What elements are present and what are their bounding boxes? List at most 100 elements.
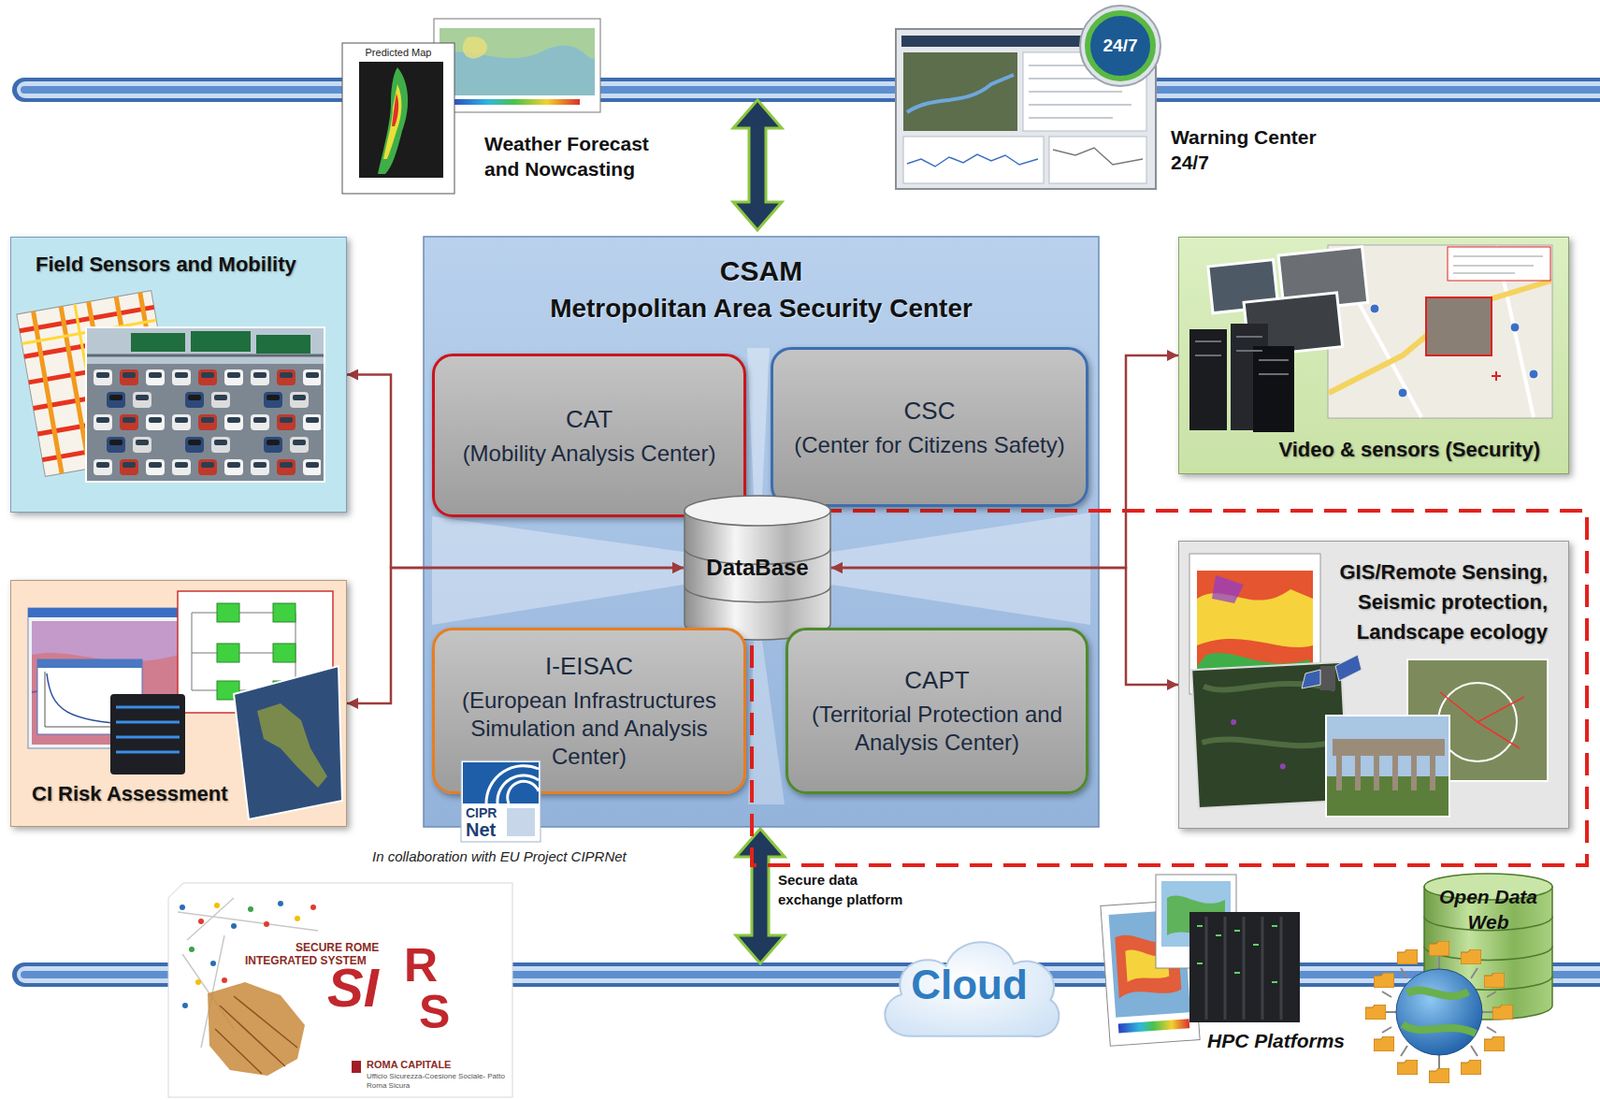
logo-subtext: Ufficio Sicurezza-Coesione Sociale- Patt… <box>366 1071 507 1091</box>
open-data-globe-part <box>1484 972 1505 988</box>
predicted-map-image <box>342 43 455 194</box>
forest-image-part <box>1198 678 1340 751</box>
arrow-label: Secure data exchange platform <box>778 869 919 909</box>
aqueduct-photo <box>1326 715 1450 817</box>
warning-center-screen-part <box>895 28 1156 189</box>
sirs-logo-part <box>351 1060 361 1073</box>
label-slot: SECURE ROME <box>295 940 379 954</box>
sirs-logo-part <box>168 882 513 1097</box>
hpc-image-part-part <box>1118 1018 1191 1033</box>
traffic-photo-part <box>86 327 325 482</box>
sirs-logo-part <box>263 921 270 927</box>
open-data-globe-part <box>1402 990 1476 1034</box>
center-box: CSC (Center for Citizens Safety) <box>770 346 1089 507</box>
predicted-map-image-part <box>391 93 399 127</box>
node-heading: Field Sensors and Mobility <box>35 250 297 279</box>
server-towers-part <box>1189 329 1227 431</box>
cylinder-top <box>684 495 831 526</box>
node-body: Metropolitan Area Security Center <box>549 292 973 325</box>
forest-image-part <box>1191 662 1349 808</box>
text-frame: CSC (Center for Citizens Safety) <box>773 349 1086 505</box>
node-heading: CSC <box>904 395 956 426</box>
label-slot: R <box>403 940 438 990</box>
hpc-image-part <box>1196 925 1278 982</box>
label-slot: Warning Center 24/7 <box>1170 124 1340 175</box>
risk-chart-window-part <box>37 659 143 668</box>
sirs-logo-part <box>230 922 237 929</box>
node-heading: Open Data Web <box>1430 883 1546 935</box>
logo-text: SECURE ROME <box>295 940 379 954</box>
risk-map-window-part <box>28 607 183 618</box>
security-map-part <box>1453 256 1543 274</box>
warning-center-screen-part <box>907 154 1038 167</box>
node-heading: CSAM <box>720 253 803 289</box>
warning-center-screen-part <box>903 136 1044 184</box>
node-body: (Territorial Protection and Analysis Cen… <box>799 700 1075 757</box>
security-center-panel: CAT(Mobility Analysis Center) CSC (Center … <box>423 236 1099 827</box>
sirs-logo-part <box>214 902 220 909</box>
security-center-ground-part <box>747 347 770 495</box>
node-body: (Mobility Analysis Center) <box>462 439 717 468</box>
security-map-part <box>1528 369 1539 379</box>
cloud-outline-path <box>884 941 1059 1037</box>
aqueduct-photo-part <box>1332 738 1445 756</box>
open-data-globe-part <box>1373 1036 1395 1052</box>
network-diagram-part <box>191 612 296 691</box>
text-frame: Cloud <box>872 918 1067 1052</box>
label-slot: In collaboration with EU Project CIPRNet <box>372 848 627 865</box>
node-heading: DataBase <box>706 553 808 582</box>
satellite-device-part <box>1320 665 1336 691</box>
badge-24-7 <box>1080 5 1161 87</box>
open-data-globe-part <box>1460 1059 1482 1075</box>
note: In collaboration with EU Project CIPRNet <box>372 848 627 865</box>
open-data-globe-part <box>1373 972 1395 988</box>
center-box: CAT(Mobility Analysis Center) <box>432 353 747 518</box>
double-arrow <box>735 828 785 964</box>
predicted-map-image-part <box>342 43 455 194</box>
open-data-globe-part <box>1492 1004 1514 1020</box>
cylinder-body <box>684 510 831 640</box>
network-diagram-part <box>273 643 296 663</box>
open-data-globe <box>1365 940 1514 1083</box>
label-slot: 24/7 <box>1092 35 1149 57</box>
ciprnet-logo-part <box>506 807 535 837</box>
satellite-image <box>233 665 343 820</box>
sirs-logo-part <box>179 904 186 910</box>
image-caption: Weather Forecast and Nowcasting <box>484 130 672 182</box>
badge-24-7-part <box>1087 13 1154 79</box>
ciprnet-logo-part <box>462 762 539 804</box>
node-heading: CI Risk Assessment <box>31 779 229 808</box>
node-body: (Center for Citizens Safety) <box>793 431 1065 460</box>
open-data-globe-part <box>1397 1059 1418 1075</box>
predicted-map-image-part <box>359 61 444 178</box>
server-towers <box>1189 323 1295 433</box>
server-icon-part <box>110 693 186 775</box>
sirs-logo <box>168 882 513 1097</box>
traffic-photo-part <box>190 331 251 352</box>
predicted-map-image-part <box>377 67 408 174</box>
label-slot: Secure data exchange platform <box>778 869 919 909</box>
server-towers-part <box>1195 336 1289 375</box>
top-pipe <box>12 77 1600 102</box>
security-map-part <box>1491 371 1501 381</box>
security-center-ground-part <box>423 236 1099 827</box>
cloud-shape: Cloud <box>872 918 1067 1052</box>
traffic-photo-part <box>256 334 311 354</box>
weather-map-image <box>433 18 601 113</box>
node-heading: Cloud <box>910 961 1028 1009</box>
text-frame: CAT(Mobility Analysis Center) <box>434 356 744 515</box>
logo-letters: R <box>403 940 438 990</box>
network-diagram-part <box>216 603 240 622</box>
aqueduct-photo-part <box>1326 715 1450 817</box>
hpc-image-part <box>1189 911 1300 1023</box>
sirs-logo-part <box>310 904 317 910</box>
open-data-globe-part <box>1428 940 1450 956</box>
sirs-logo-part <box>221 977 228 983</box>
security-center-ground-part <box>432 516 684 625</box>
weather-map-image-part <box>462 36 488 58</box>
node-heading: CAPT <box>904 664 969 695</box>
security-map-part <box>1369 303 1380 314</box>
